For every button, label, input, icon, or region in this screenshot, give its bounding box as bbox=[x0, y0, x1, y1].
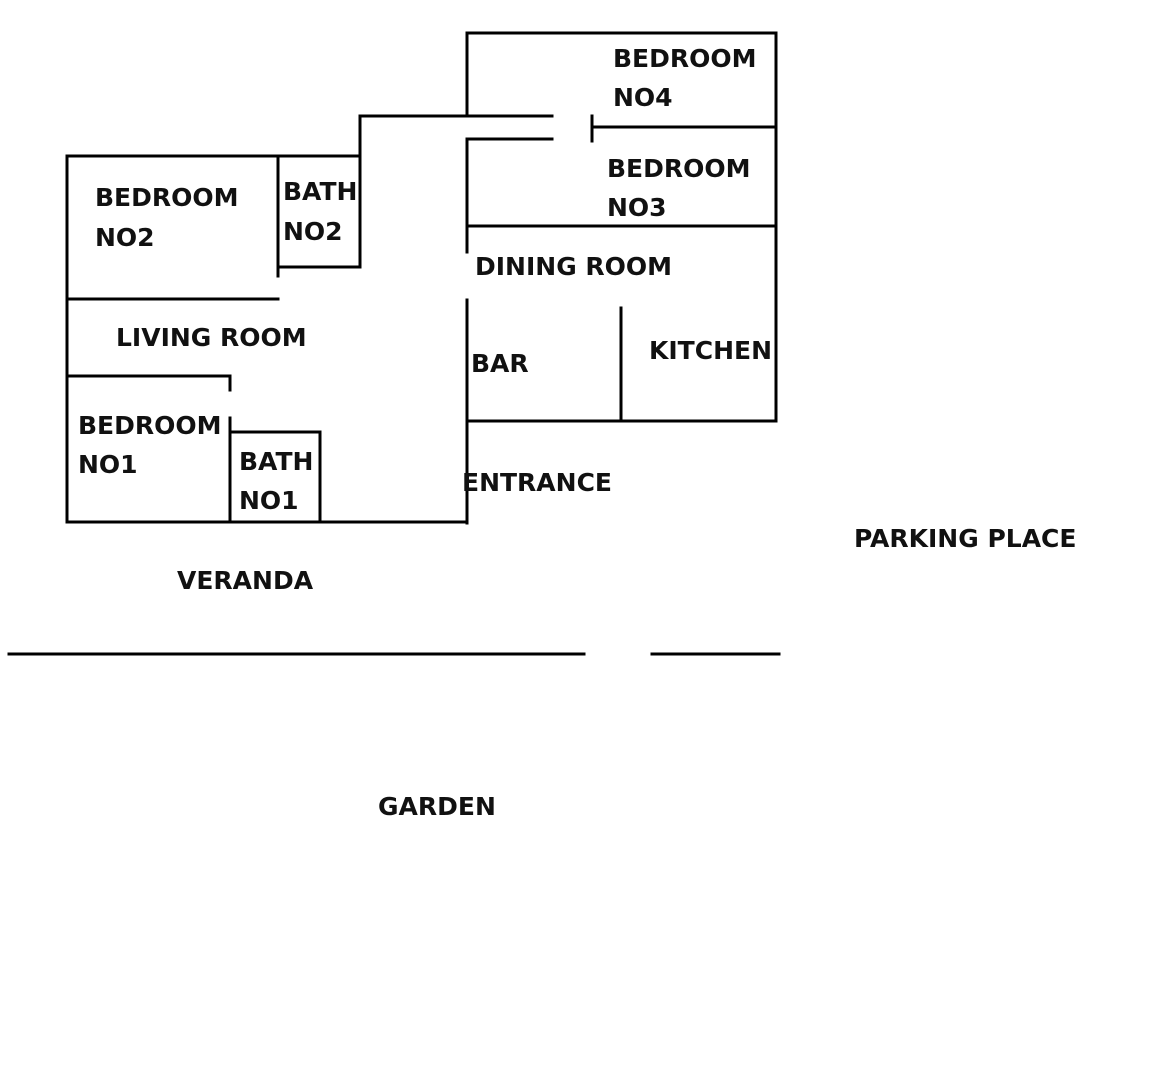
label-bedroom-no1-line1: BEDROOM bbox=[78, 411, 222, 440]
label-parking-place: PARKING PLACE bbox=[854, 524, 1076, 553]
outdoor-labels: PARKING PLACE VERANDA GARDEN bbox=[177, 524, 1076, 821]
label-living-room: LIVING ROOM bbox=[116, 323, 307, 352]
label-bedroom-no2-line1: BEDROOM bbox=[95, 183, 239, 212]
label-bedroom-no3-line2: NO3 bbox=[607, 193, 667, 222]
label-bedroom-no4-line2: NO4 bbox=[613, 83, 673, 112]
room-labels: BEDROOM NO4 BEDROOM NO3 BEDROOM NO2 BATH… bbox=[78, 44, 772, 515]
label-veranda: VERANDA bbox=[177, 566, 314, 595]
walls bbox=[7, 31, 781, 656]
label-bath-no2-line2: NO2 bbox=[283, 217, 343, 246]
label-dining-room: DINING ROOM bbox=[475, 252, 672, 281]
label-bath-no1-line2: NO1 bbox=[239, 486, 299, 515]
label-garden: GARDEN bbox=[378, 792, 496, 821]
label-bar: BAR bbox=[471, 349, 529, 378]
label-kitchen: KITCHEN bbox=[649, 336, 772, 365]
label-bath-no1-line1: BATH bbox=[239, 447, 313, 476]
label-bedroom-no1-line2: NO1 bbox=[78, 450, 138, 479]
label-bedroom-no3-line1: BEDROOM bbox=[607, 154, 751, 183]
label-entrance: ENTRANCE bbox=[462, 468, 612, 497]
label-bath-no2-line1: BATH bbox=[283, 177, 357, 206]
label-bedroom-no4-line1: BEDROOM bbox=[613, 44, 757, 73]
label-bedroom-no2-line2: NO2 bbox=[95, 223, 155, 252]
